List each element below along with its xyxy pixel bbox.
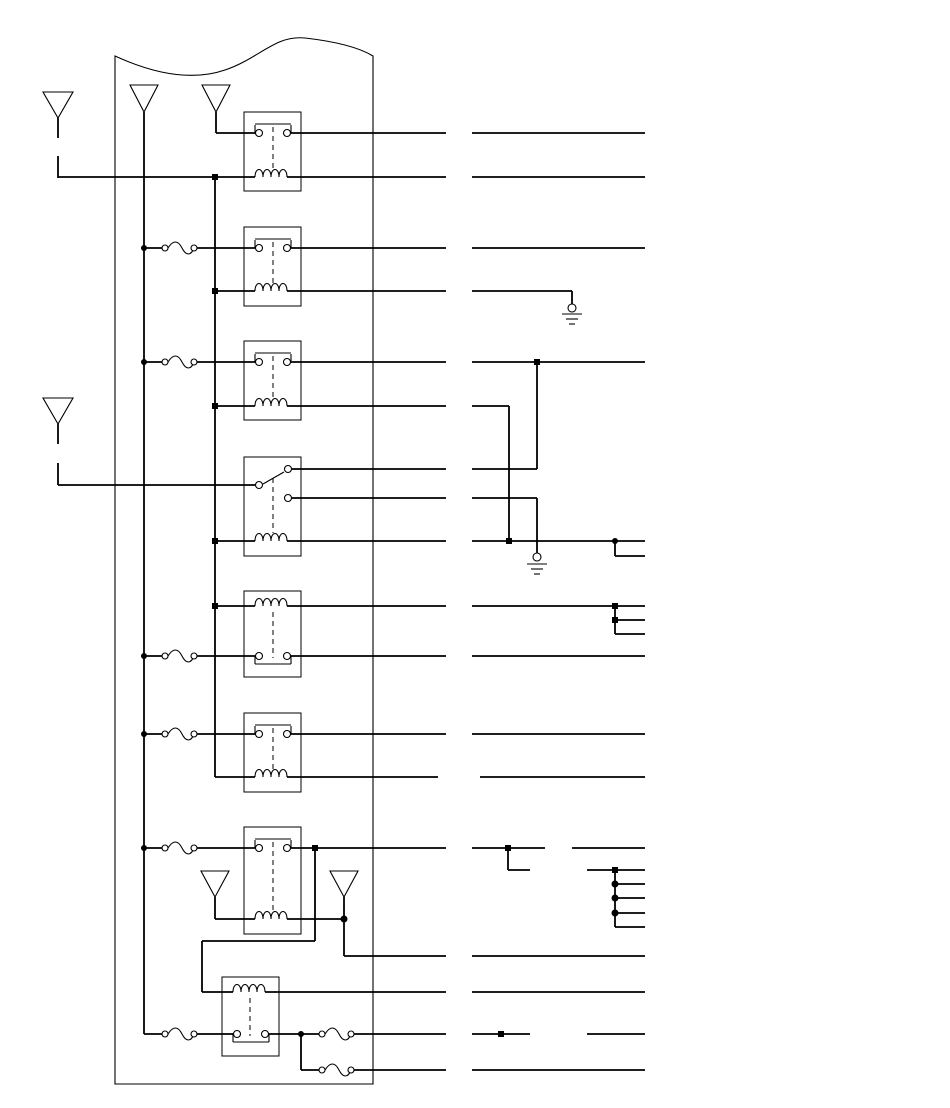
relay-1 <box>243 111 302 192</box>
connector-symbol-relay1-feed <box>201 84 231 114</box>
fuse-4 <box>161 727 198 741</box>
fuse-1 <box>161 241 198 255</box>
connector-symbol-lower-right <box>329 870 359 899</box>
fuse-3 <box>161 649 198 663</box>
relay-3 <box>243 340 302 421</box>
connector-symbol-left-top <box>42 91 74 178</box>
fuse-5 <box>161 841 198 855</box>
relay-8 <box>221 976 280 1057</box>
relay-2 <box>243 226 302 307</box>
junction-box-outline <box>114 37 374 1085</box>
external-wiring <box>472 132 645 1071</box>
connector-symbol-left-middle <box>42 397 74 485</box>
connector-symbol-power-bus <box>129 84 159 114</box>
fuse-8 <box>318 1063 355 1077</box>
fuse-2 <box>161 355 198 369</box>
relay-7 <box>243 826 302 935</box>
fuse-7 <box>318 1027 355 1041</box>
relay-6 <box>243 712 302 793</box>
connector-symbol-lower-left <box>200 870 230 899</box>
relay-5 <box>243 590 302 678</box>
fuse-6 <box>161 1027 198 1041</box>
ground-symbol-lower <box>527 552 547 575</box>
ground-symbol-upper <box>562 303 582 325</box>
relay-4 <box>243 456 302 557</box>
